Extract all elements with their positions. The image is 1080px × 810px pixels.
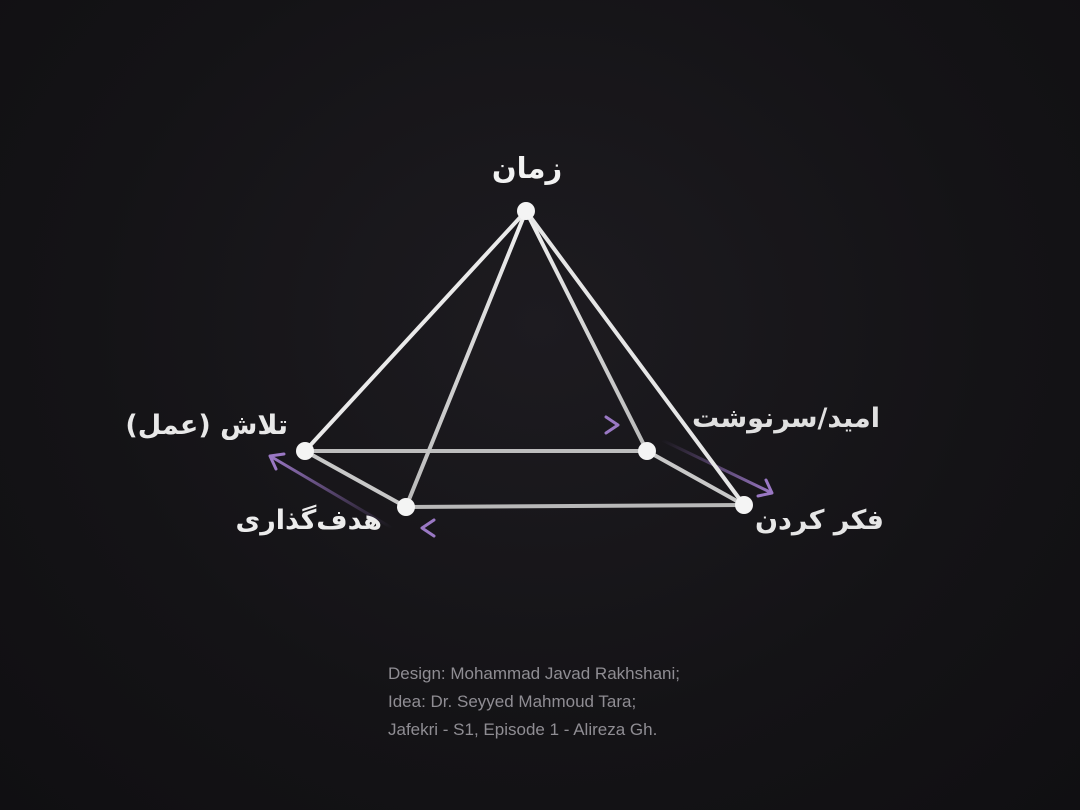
credit-line-design: Design: Mohammad Javad Rakhshani; — [388, 664, 680, 683]
apex-edge-right-back — [524, 209, 649, 453]
base-edge-right — [645, 449, 746, 507]
arrow-top — [330, 415, 620, 435]
node-right-front — [735, 496, 753, 514]
base-edge-front — [404, 503, 746, 509]
label-left-front: هدف‌گذاری — [235, 505, 382, 536]
node-left-front — [397, 498, 415, 516]
apex-edge-left-back — [303, 209, 528, 453]
credits: Design: Mohammad Javad Rakhshani; Idea: … — [388, 660, 680, 744]
base-edge-left — [303, 449, 408, 509]
label-left-back: تلاش (عمل) — [125, 410, 288, 441]
node-apex — [517, 202, 535, 220]
credit-line-episode: Jafekri - S1, Episode 1 - Alireza Gh. — [388, 720, 658, 739]
pyramid-nodes — [296, 202, 753, 516]
label-apex: زمان — [491, 151, 563, 185]
pyramid-edges — [303, 209, 746, 509]
arrow-left — [268, 452, 393, 530]
label-right-back: امید/سرنوشت — [692, 403, 880, 434]
credit-line-idea: Idea: Dr. Seyyed Mahmoud Tara; — [388, 692, 637, 711]
label-right-front: فکر کردن — [755, 505, 884, 536]
apex-edge-left-front — [404, 209, 528, 509]
arrow-bottom — [420, 518, 730, 538]
node-left-back — [296, 442, 314, 460]
node-right-back — [638, 442, 656, 460]
apex-edge-right-front — [524, 209, 746, 507]
